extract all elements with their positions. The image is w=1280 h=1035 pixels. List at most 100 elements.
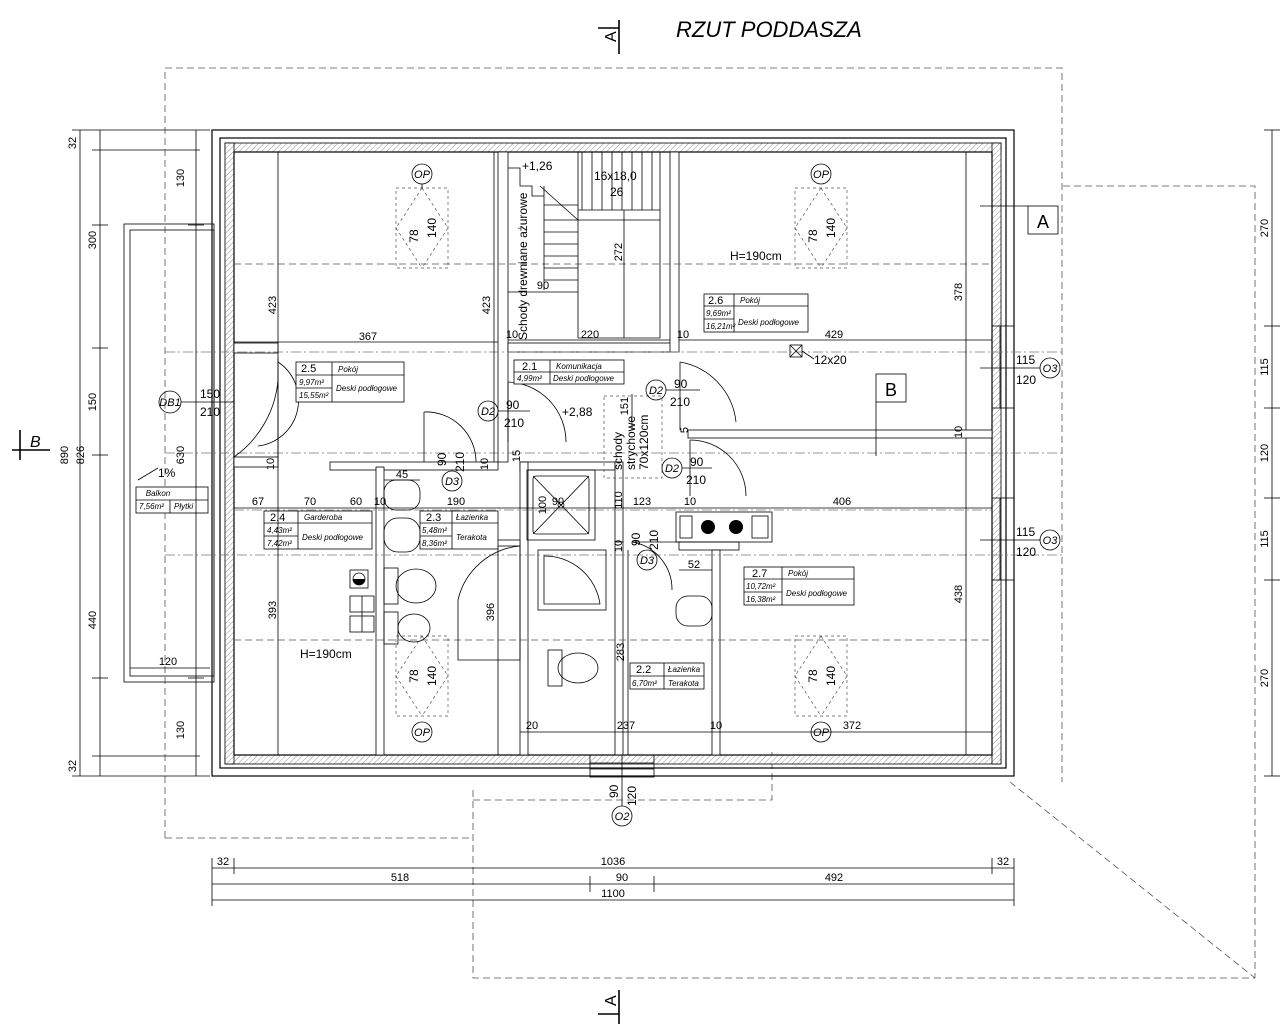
fixtures <box>349 469 773 687</box>
svg-text:10: 10 <box>265 458 277 470</box>
svg-text:78: 78 <box>806 229 820 243</box>
svg-text:100: 100 <box>537 496 549 514</box>
svg-text:210: 210 <box>504 416 524 430</box>
svg-text:D2: D2 <box>665 463 679 475</box>
room-label-2.7: 2.7 Pokój 10,72m² 16,38m² Deski podłogow… <box>743 566 855 606</box>
svg-text:210: 210 <box>686 473 706 487</box>
svg-text:2.6: 2.6 <box>708 295 723 307</box>
svg-text:123: 123 <box>633 496 651 508</box>
svg-text:DB1: DB1 <box>159 397 180 409</box>
svg-text:O2: O2 <box>615 811 630 823</box>
svg-text:90: 90 <box>552 496 564 508</box>
svg-text:220: 220 <box>581 329 599 341</box>
svg-text:518: 518 <box>391 872 409 884</box>
svg-text:423: 423 <box>481 296 493 314</box>
svg-text:270: 270 <box>1259 669 1271 687</box>
svg-text:237: 237 <box>617 720 635 732</box>
svg-text:15,55m²: 15,55m² <box>299 391 329 400</box>
tag-d2-3: D2 90 210 <box>661 455 712 487</box>
svg-text:Garderoba: Garderoba <box>304 513 343 522</box>
svg-text:67: 67 <box>252 496 264 508</box>
svg-text:120: 120 <box>1016 545 1036 559</box>
room-label-2.3: 2.3 Łazienka 5,48m² 8,36m² Terakota <box>419 510 499 550</box>
room-label-2.6: 2.6 Pokój 9,69m² 16,21m² Deski podłogowe <box>703 293 809 333</box>
svg-text:32: 32 <box>67 760 79 772</box>
svg-text:10: 10 <box>613 540 625 552</box>
svg-text:78: 78 <box>806 669 820 683</box>
svg-text:630: 630 <box>175 446 187 464</box>
svg-text:D3: D3 <box>445 476 460 488</box>
svg-text:115: 115 <box>1016 353 1035 367</box>
svg-text:Deski podłogowe: Deski podłogowe <box>738 318 799 327</box>
left-dimensions: 32 32 890 826 300 150 440 130 630 130 12… <box>59 129 210 777</box>
svg-text:schody: schody <box>611 432 625 470</box>
room-label-2.2: 2.2 Łazienka 6,70m² Terakota <box>629 662 705 690</box>
svg-text:OP: OP <box>414 169 431 181</box>
tag-d3-2: D3 90 210 <box>629 530 661 571</box>
svg-text:210: 210 <box>670 395 690 409</box>
svg-text:B: B <box>30 434 41 451</box>
room-label-2.5: 2.5 Pokój 9,97m² 15,55m² Deski podłogowe <box>295 361 405 403</box>
svg-text:B: B <box>885 380 897 400</box>
svg-text:D2: D2 <box>649 385 663 397</box>
svg-text:D3: D3 <box>640 555 655 567</box>
svg-text:Terakota: Terakota <box>668 679 699 688</box>
section-mark-a-bottom: A <box>598 990 620 1024</box>
svg-text:440: 440 <box>87 611 99 629</box>
svg-text:4,99m²: 4,99m² <box>517 374 542 383</box>
svg-text:140: 140 <box>824 666 838 686</box>
vent: 12x20 <box>789 344 847 367</box>
svg-text:7,42m²: 7,42m² <box>267 539 292 548</box>
tag-o2: 90 120 O2 <box>607 755 639 827</box>
interior-dimensions: 367 423 393 423 220 10 90 272 429 10 378… <box>234 152 992 755</box>
svg-text:78: 78 <box>407 669 421 683</box>
level-hall: +2,88 <box>562 405 593 419</box>
svg-text:6,70m²: 6,70m² <box>632 679 657 688</box>
svg-text:406: 406 <box>833 496 851 508</box>
svg-text:20: 20 <box>526 720 538 732</box>
balcony-name: Balkon <box>146 489 171 498</box>
svg-text:15: 15 <box>511 450 523 462</box>
svg-text:78: 78 <box>407 229 421 243</box>
svg-text:12x20: 12x20 <box>814 353 847 367</box>
svg-text:OP: OP <box>414 727 431 739</box>
svg-text:Pokój: Pokój <box>338 365 358 374</box>
doors <box>233 352 747 591</box>
tag-o3-lower: 115 120 O3 <box>980 525 1061 559</box>
section-mark-b: B <box>12 430 50 460</box>
svg-text:2.3: 2.3 <box>426 512 441 524</box>
svg-text:Deski podłogowe: Deski podłogowe <box>786 589 847 598</box>
svg-text:16,21m²: 16,21m² <box>706 322 736 331</box>
svg-text:120: 120 <box>1016 373 1036 387</box>
svg-text:140: 140 <box>425 666 439 686</box>
svg-text:A: A <box>1037 212 1049 232</box>
svg-text:10: 10 <box>684 496 696 508</box>
svg-text:10: 10 <box>953 426 965 438</box>
svg-text:90: 90 <box>435 452 449 466</box>
svg-text:A: A <box>603 995 620 1006</box>
svg-text:90: 90 <box>607 784 621 798</box>
svg-text:A: A <box>603 31 620 42</box>
svg-text:423: 423 <box>267 296 279 314</box>
svg-text:2.7: 2.7 <box>752 568 767 580</box>
balcony-slope: 1% <box>158 466 176 480</box>
svg-text:9,69m²: 9,69m² <box>706 309 731 318</box>
attic-stairs: schody strychowe 70x120cm <box>603 395 663 479</box>
svg-text:O3: O3 <box>1043 535 1059 547</box>
balcony-area: 7,56m² <box>139 502 164 511</box>
svg-text:272: 272 <box>613 243 625 261</box>
svg-text:367: 367 <box>359 331 377 343</box>
svg-text:190: 190 <box>447 496 465 508</box>
svg-text:10,72m²: 10,72m² <box>746 582 776 591</box>
svg-text:16x18,0: 16x18,0 <box>594 169 637 183</box>
bottom-dimensions: 32 1036 32 518 90 492 1100 <box>211 856 1015 906</box>
svg-text:Komunikacja: Komunikacja <box>556 362 602 371</box>
svg-text:378: 378 <box>953 283 965 301</box>
svg-text:115: 115 <box>1259 358 1271 376</box>
roof-window-op-2: OP 78 140 <box>794 163 848 269</box>
svg-text:D2: D2 <box>481 406 495 418</box>
svg-text:150: 150 <box>200 387 220 401</box>
svg-text:strychowe: strychowe <box>624 416 638 470</box>
tag-d3-1: D3 90 210 <box>435 452 467 492</box>
svg-text:393: 393 <box>267 601 279 619</box>
